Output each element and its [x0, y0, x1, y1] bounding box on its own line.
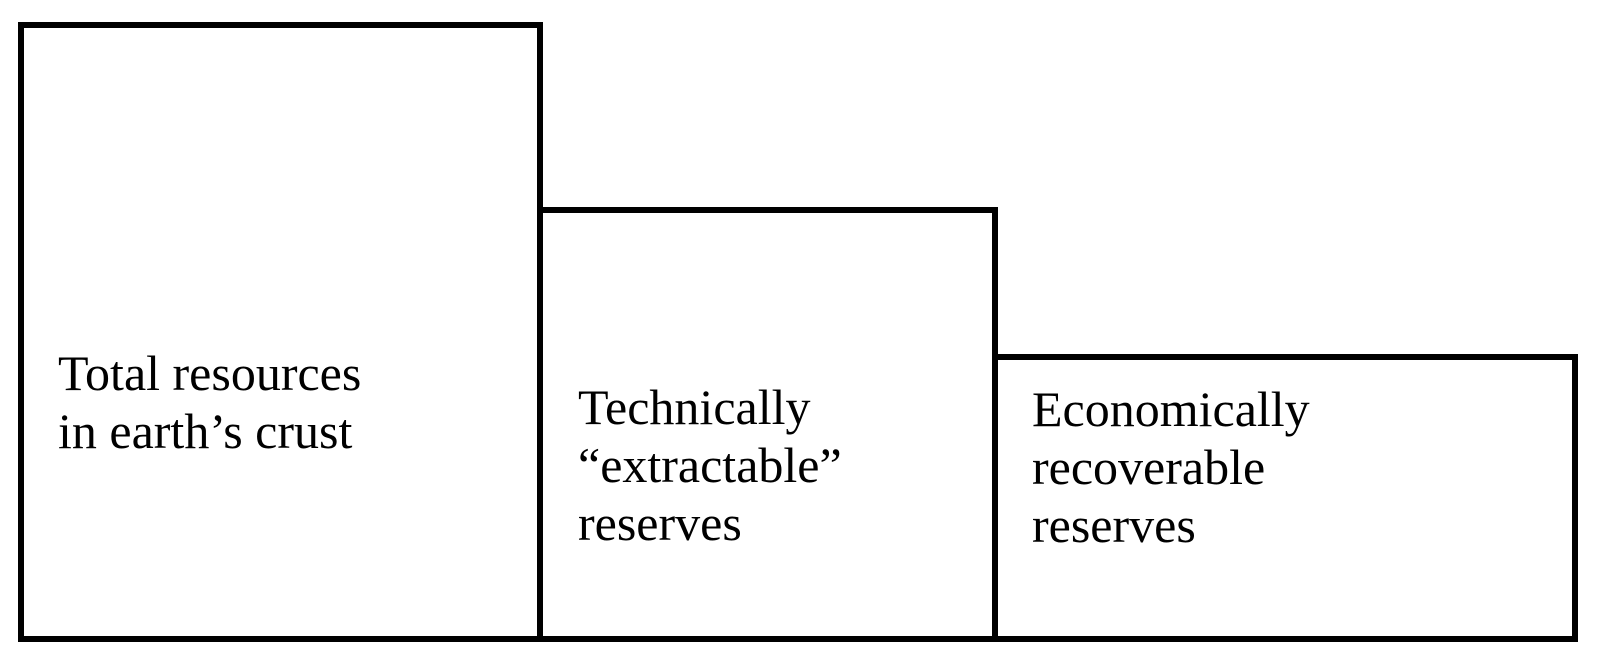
step-label-economically-recoverable: Economically recoverable reserves: [1032, 381, 1310, 553]
step-box-technically-extractable: Technically “extractable” reserves: [537, 207, 998, 642]
step-label-total-resources: Total resources in earth’s crust: [58, 345, 362, 459]
step-box-economically-recoverable: Economically recoverable reserves: [992, 354, 1578, 642]
step-label-technically-extractable: Technically “extractable” reserves: [578, 379, 842, 551]
step-box-total-resources: Total resources in earth’s crust: [18, 22, 543, 642]
